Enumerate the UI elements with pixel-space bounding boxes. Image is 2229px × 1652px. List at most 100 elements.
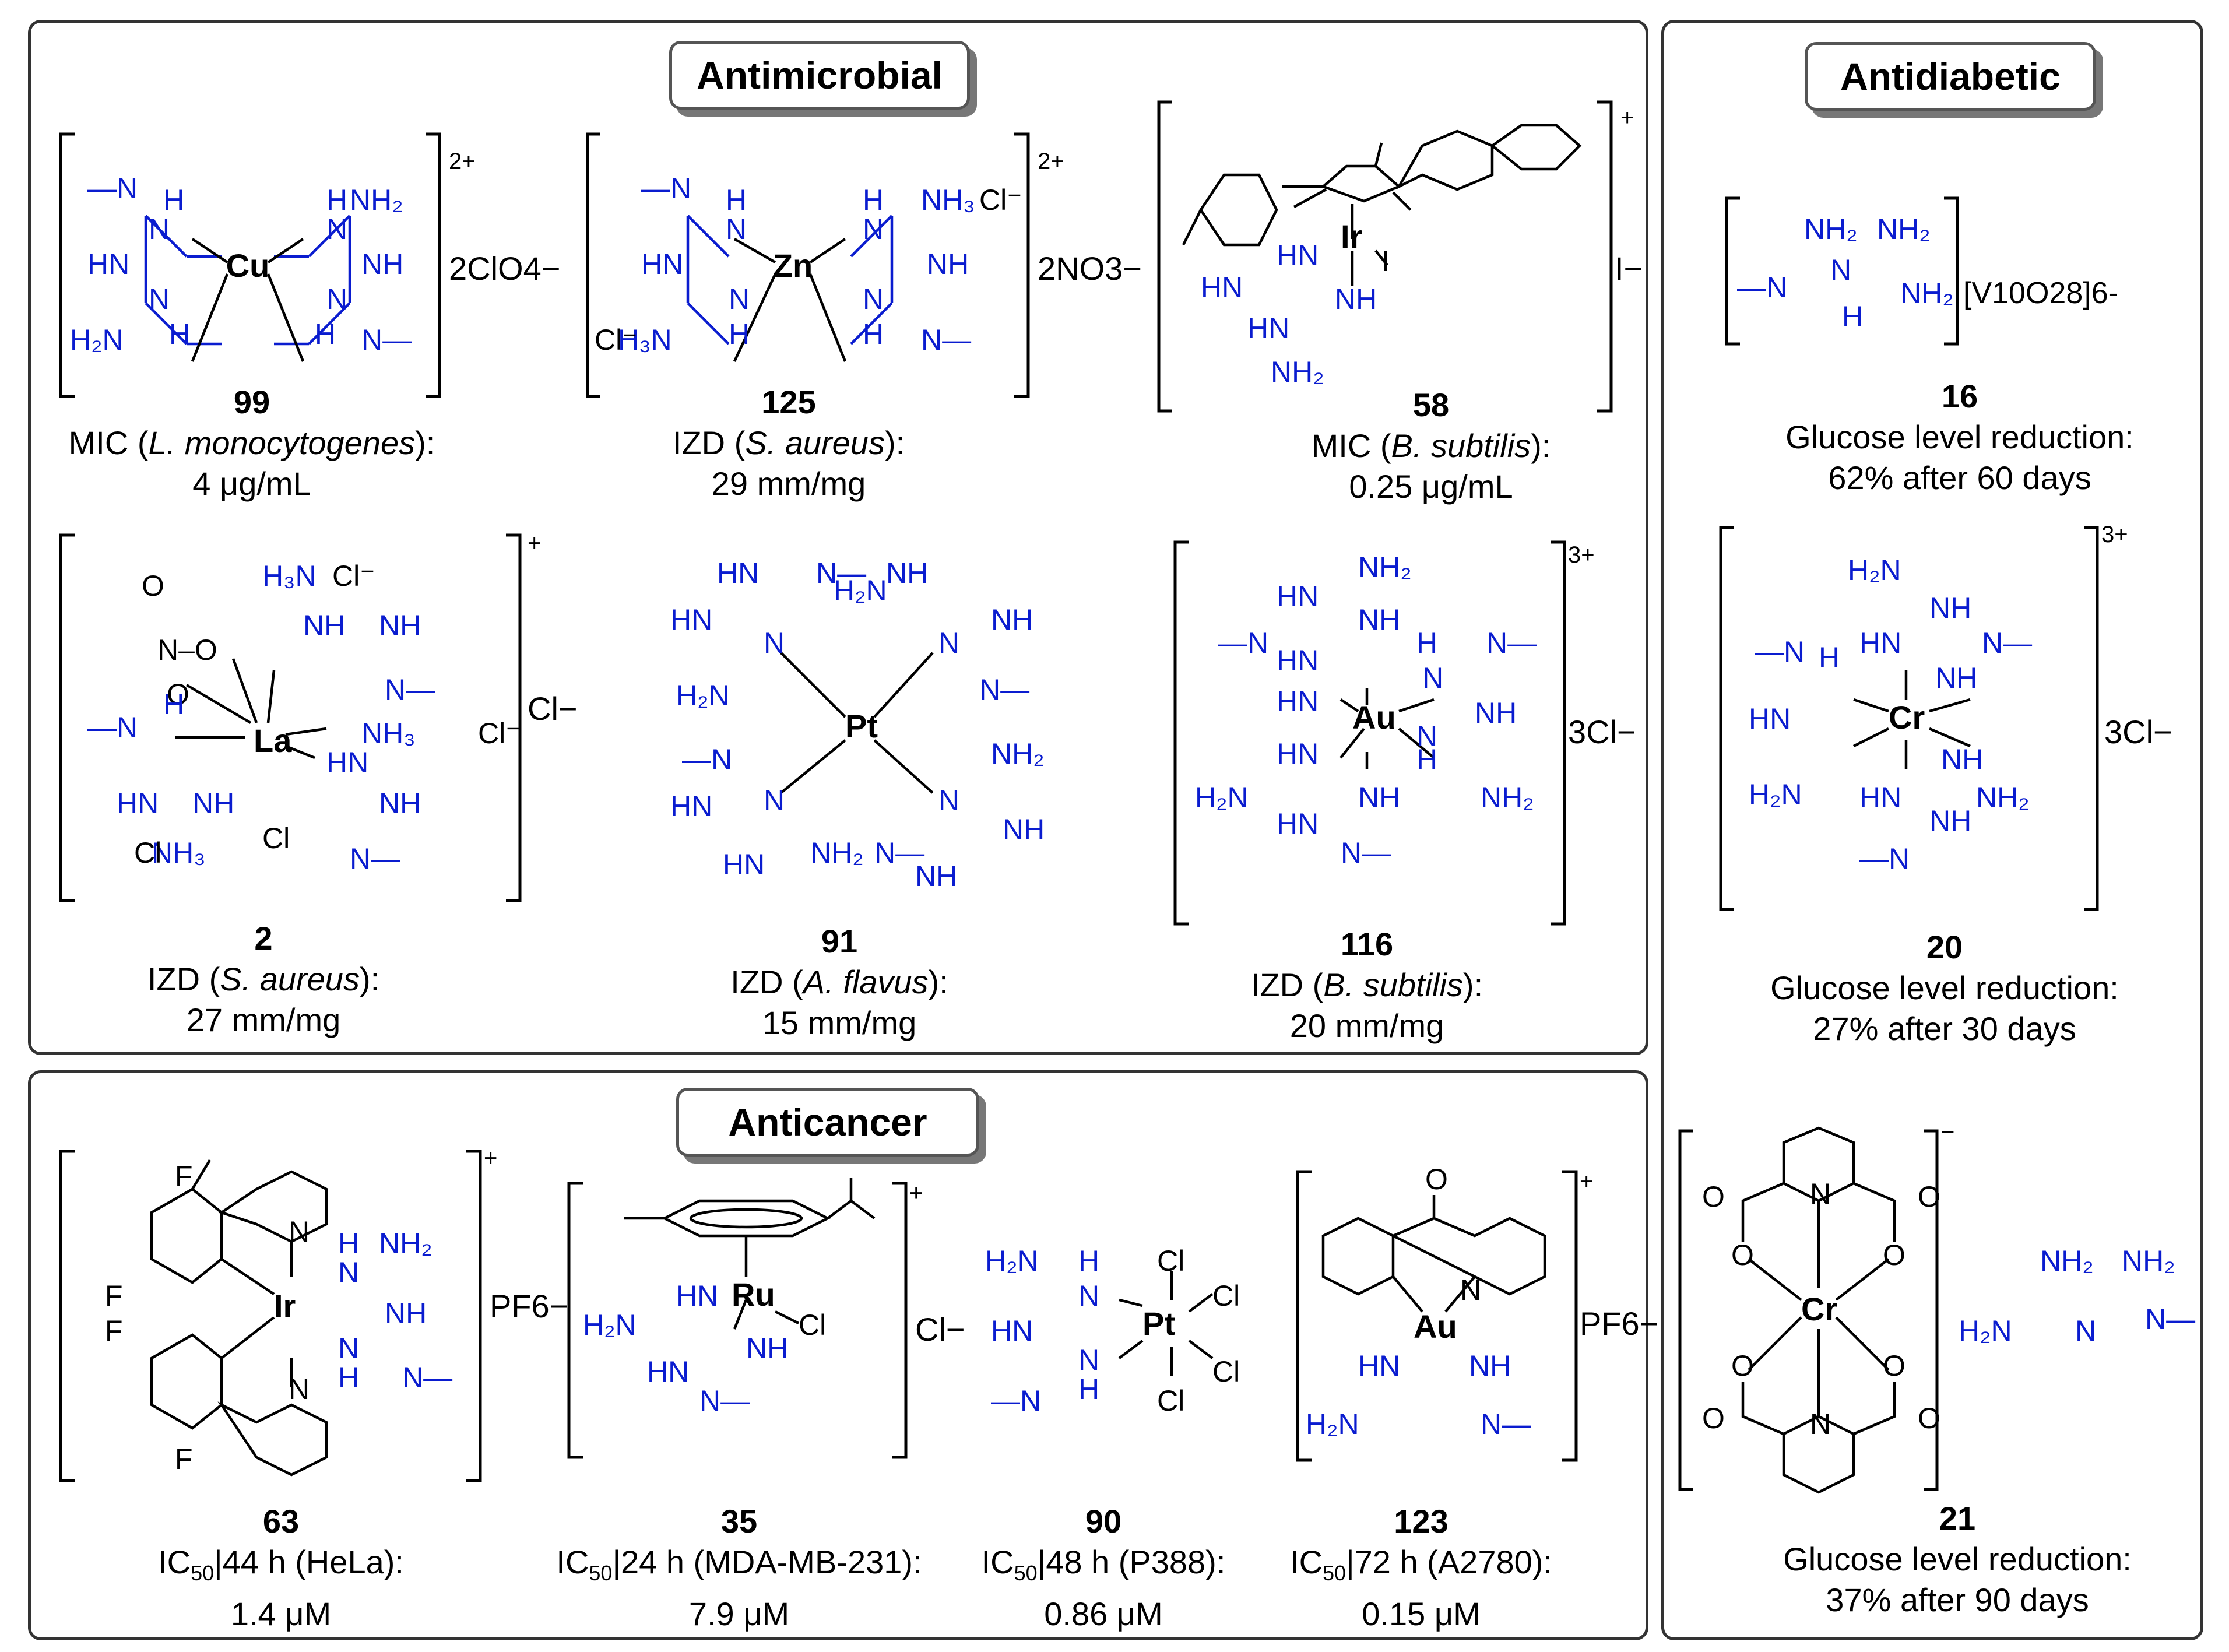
svg-text:H: H (315, 318, 336, 350)
svg-text:NH: NH (379, 609, 421, 642)
svg-text:N—: N— (979, 673, 1029, 706)
svg-text:H: H (729, 318, 750, 350)
svg-text:O: O (1702, 1180, 1725, 1213)
svg-text:N: N (149, 283, 170, 315)
charge-35: + (909, 1180, 923, 1206)
svg-text:HN: HN (670, 603, 712, 636)
svg-text:NH: NH (379, 787, 421, 820)
svg-text:Cl: Cl (1157, 1245, 1184, 1277)
svg-text:N—: N— (874, 836, 924, 869)
metal-cr21: Cr (1801, 1291, 1837, 1327)
svg-text:H: H (338, 1361, 359, 1394)
svg-text:HN: HN (1358, 1349, 1400, 1382)
svg-text:N: N (149, 213, 170, 245)
svg-text:H₂N: H₂N (1195, 781, 1249, 814)
svg-text:HN: HN (1749, 702, 1791, 735)
svg-text:N: N (338, 1256, 359, 1289)
svg-text:NH: NH (1929, 804, 1971, 837)
svg-text:H₂N: H₂N (1749, 778, 1802, 811)
svg-text:N: N (1830, 254, 1851, 286)
svg-text:N: N (2075, 1314, 2096, 1347)
svg-text:O: O (1731, 1239, 1754, 1271)
svg-text:N—: N— (816, 557, 866, 589)
svg-text:NH₂: NH₂ (2122, 1245, 2175, 1277)
svg-text:HN: HN (1859, 627, 1901, 659)
svg-text:N—: N— (1481, 1408, 1531, 1440)
svg-text:NH: NH (746, 1332, 788, 1365)
svg-text:NH: NH (1941, 743, 1983, 776)
svg-text:NH₂: NH₂ (1900, 277, 1954, 310)
svg-text:N: N (863, 213, 884, 245)
metal-zn: Zn (773, 247, 813, 284)
svg-text:NH: NH (303, 609, 345, 642)
svg-text:—N: —N (1218, 627, 1268, 659)
svg-text:NH: NH (1469, 1349, 1511, 1382)
caption-20: 20 Glucose level reduction: 27% after 30… (1770, 929, 2119, 1047)
svg-text:NH: NH (1935, 662, 1977, 694)
svg-text:—N: —N (682, 743, 732, 776)
svg-text:—N: —N (641, 172, 691, 205)
svg-text:H: H (169, 318, 190, 350)
caption-21: 21 Glucose level reduction: 37% after 90… (1783, 1500, 2132, 1618)
svg-text:HN: HN (1247, 312, 1289, 345)
svg-text:N–O: N–O (157, 634, 217, 666)
svg-text:H: H (163, 688, 184, 720)
counterion-99: 2ClO4− (449, 250, 560, 287)
svg-text:Cl: Cl (262, 822, 290, 855)
charge-2: + (528, 530, 541, 556)
svg-text:NH: NH (361, 248, 403, 280)
charge-58: + (1620, 105, 1634, 131)
svg-text:N: N (938, 784, 959, 817)
anticancer-title: Anticancer (676, 1088, 979, 1157)
svg-text:NH₂: NH₂ (1358, 551, 1412, 584)
caption-91: 91 IZD (A. flavus): 15 mm/mg (730, 923, 948, 1041)
charge-116: 3+ (1568, 542, 1595, 568)
counterion-123: PF6− (1580, 1305, 1658, 1342)
antimicrobial-panel (28, 20, 1648, 1055)
antidiabetic-title: Antidiabetic (1805, 42, 2096, 111)
svg-text:—N: —N (991, 1384, 1041, 1417)
svg-text:N—: N— (1341, 836, 1391, 869)
svg-text:NH: NH (1475, 697, 1517, 729)
svg-text:N—: N— (921, 324, 971, 356)
caption-123: 123 IC50|72 h (A2780): 0.15 μM (1290, 1503, 1552, 1633)
svg-text:O: O (167, 678, 189, 711)
svg-text:—N: —N (1737, 271, 1787, 304)
svg-text:H₂N: H₂N (985, 1245, 1039, 1277)
charge-123: + (1580, 1169, 1593, 1194)
svg-text:N: N (1460, 1274, 1481, 1306)
caption-35: 35 IC50|24 h (MDA-MB-231): 7.9 μM (556, 1503, 922, 1633)
svg-text:N: N (764, 627, 785, 659)
svg-text:N: N (326, 213, 347, 245)
caption-16: 16 Glucose level reduction: 62% after 60… (1785, 378, 2134, 496)
svg-text:NH₂: NH₂ (991, 737, 1045, 770)
svg-text:F: F (175, 1443, 193, 1475)
counterion-35: Cl− (915, 1311, 965, 1348)
metal-au116: Au (1352, 699, 1396, 736)
caption-116: 116 IZD (B. subtilis): 20 mm/mg (1250, 926, 1483, 1044)
metal-ru: Ru (732, 1276, 775, 1313)
svg-text:H₃N: H₃N (262, 560, 317, 592)
svg-text:NH: NH (192, 787, 234, 820)
metal-ir58: Ir (1341, 218, 1362, 255)
svg-text:F: F (105, 1314, 123, 1347)
svg-text:N—: N— (1486, 627, 1537, 659)
svg-text:HN: HN (1277, 580, 1319, 613)
svg-text:O: O (1918, 1402, 1940, 1435)
svg-text:NH₂: NH₂ (1976, 781, 2030, 814)
svg-text:NH: NH (1358, 603, 1400, 636)
svg-text:N: N (726, 213, 747, 245)
caption-2: 2 IZD (S. aureus): 27 mm/mg (147, 920, 380, 1038)
svg-text:H: H (863, 318, 884, 350)
svg-text:N: N (289, 1373, 310, 1405)
svg-text:Cl⁻: Cl⁻ (979, 184, 1022, 216)
svg-text:NH₂: NH₂ (1804, 213, 1858, 245)
